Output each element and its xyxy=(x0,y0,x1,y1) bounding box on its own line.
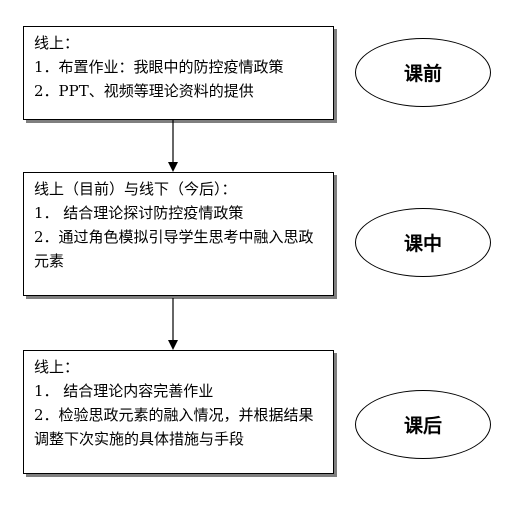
step-title: 线上： xyxy=(34,34,80,52)
step-title: 线上（目前）与线下（今后）： xyxy=(34,180,237,198)
step-box-in-class: 线上（目前）与线下（今后）： 1． 结合理论探讨防控疫情政策 2．通过角色模拟引… xyxy=(23,172,334,296)
arrow-1 xyxy=(168,120,178,172)
step-item: 1．布置作业：我眼中的防控疫情政策 xyxy=(34,58,284,76)
step-box-post-class: 线上： 1． 结合理论内容完善作业 2．检验思政元素的融入情况，并根据结果调整下… xyxy=(23,350,334,474)
step-item: 2．通过角色模拟引导学生思考中融入思政元素 xyxy=(34,228,314,270)
stage-ellipse-post-class: 课后 xyxy=(355,390,491,459)
stage-label: 课前 xyxy=(403,63,442,85)
step-item: 2．检验思政元素的融入情况，并根据结果调整下次实施的具体措施与手段 xyxy=(34,406,314,448)
arrow-2 xyxy=(168,298,178,350)
step-title: 线上： xyxy=(34,358,80,376)
step-item: 1． 结合理论探讨防控疫情政策 xyxy=(34,204,244,222)
step-item: 2．PPT、视频等理论资料的提供 xyxy=(34,82,254,100)
step-item: 1． 结合理论内容完善作业 xyxy=(34,382,214,400)
step-box-pre-class: 线上： 1．布置作业：我眼中的防控疫情政策 2．PPT、视频等理论资料的提供 xyxy=(23,26,334,120)
stage-ellipse-pre-class: 课前 xyxy=(355,38,491,107)
stage-label: 课中 xyxy=(403,233,442,255)
stage-ellipse-in-class: 课中 xyxy=(355,208,491,277)
stage-label: 课后 xyxy=(403,415,442,437)
